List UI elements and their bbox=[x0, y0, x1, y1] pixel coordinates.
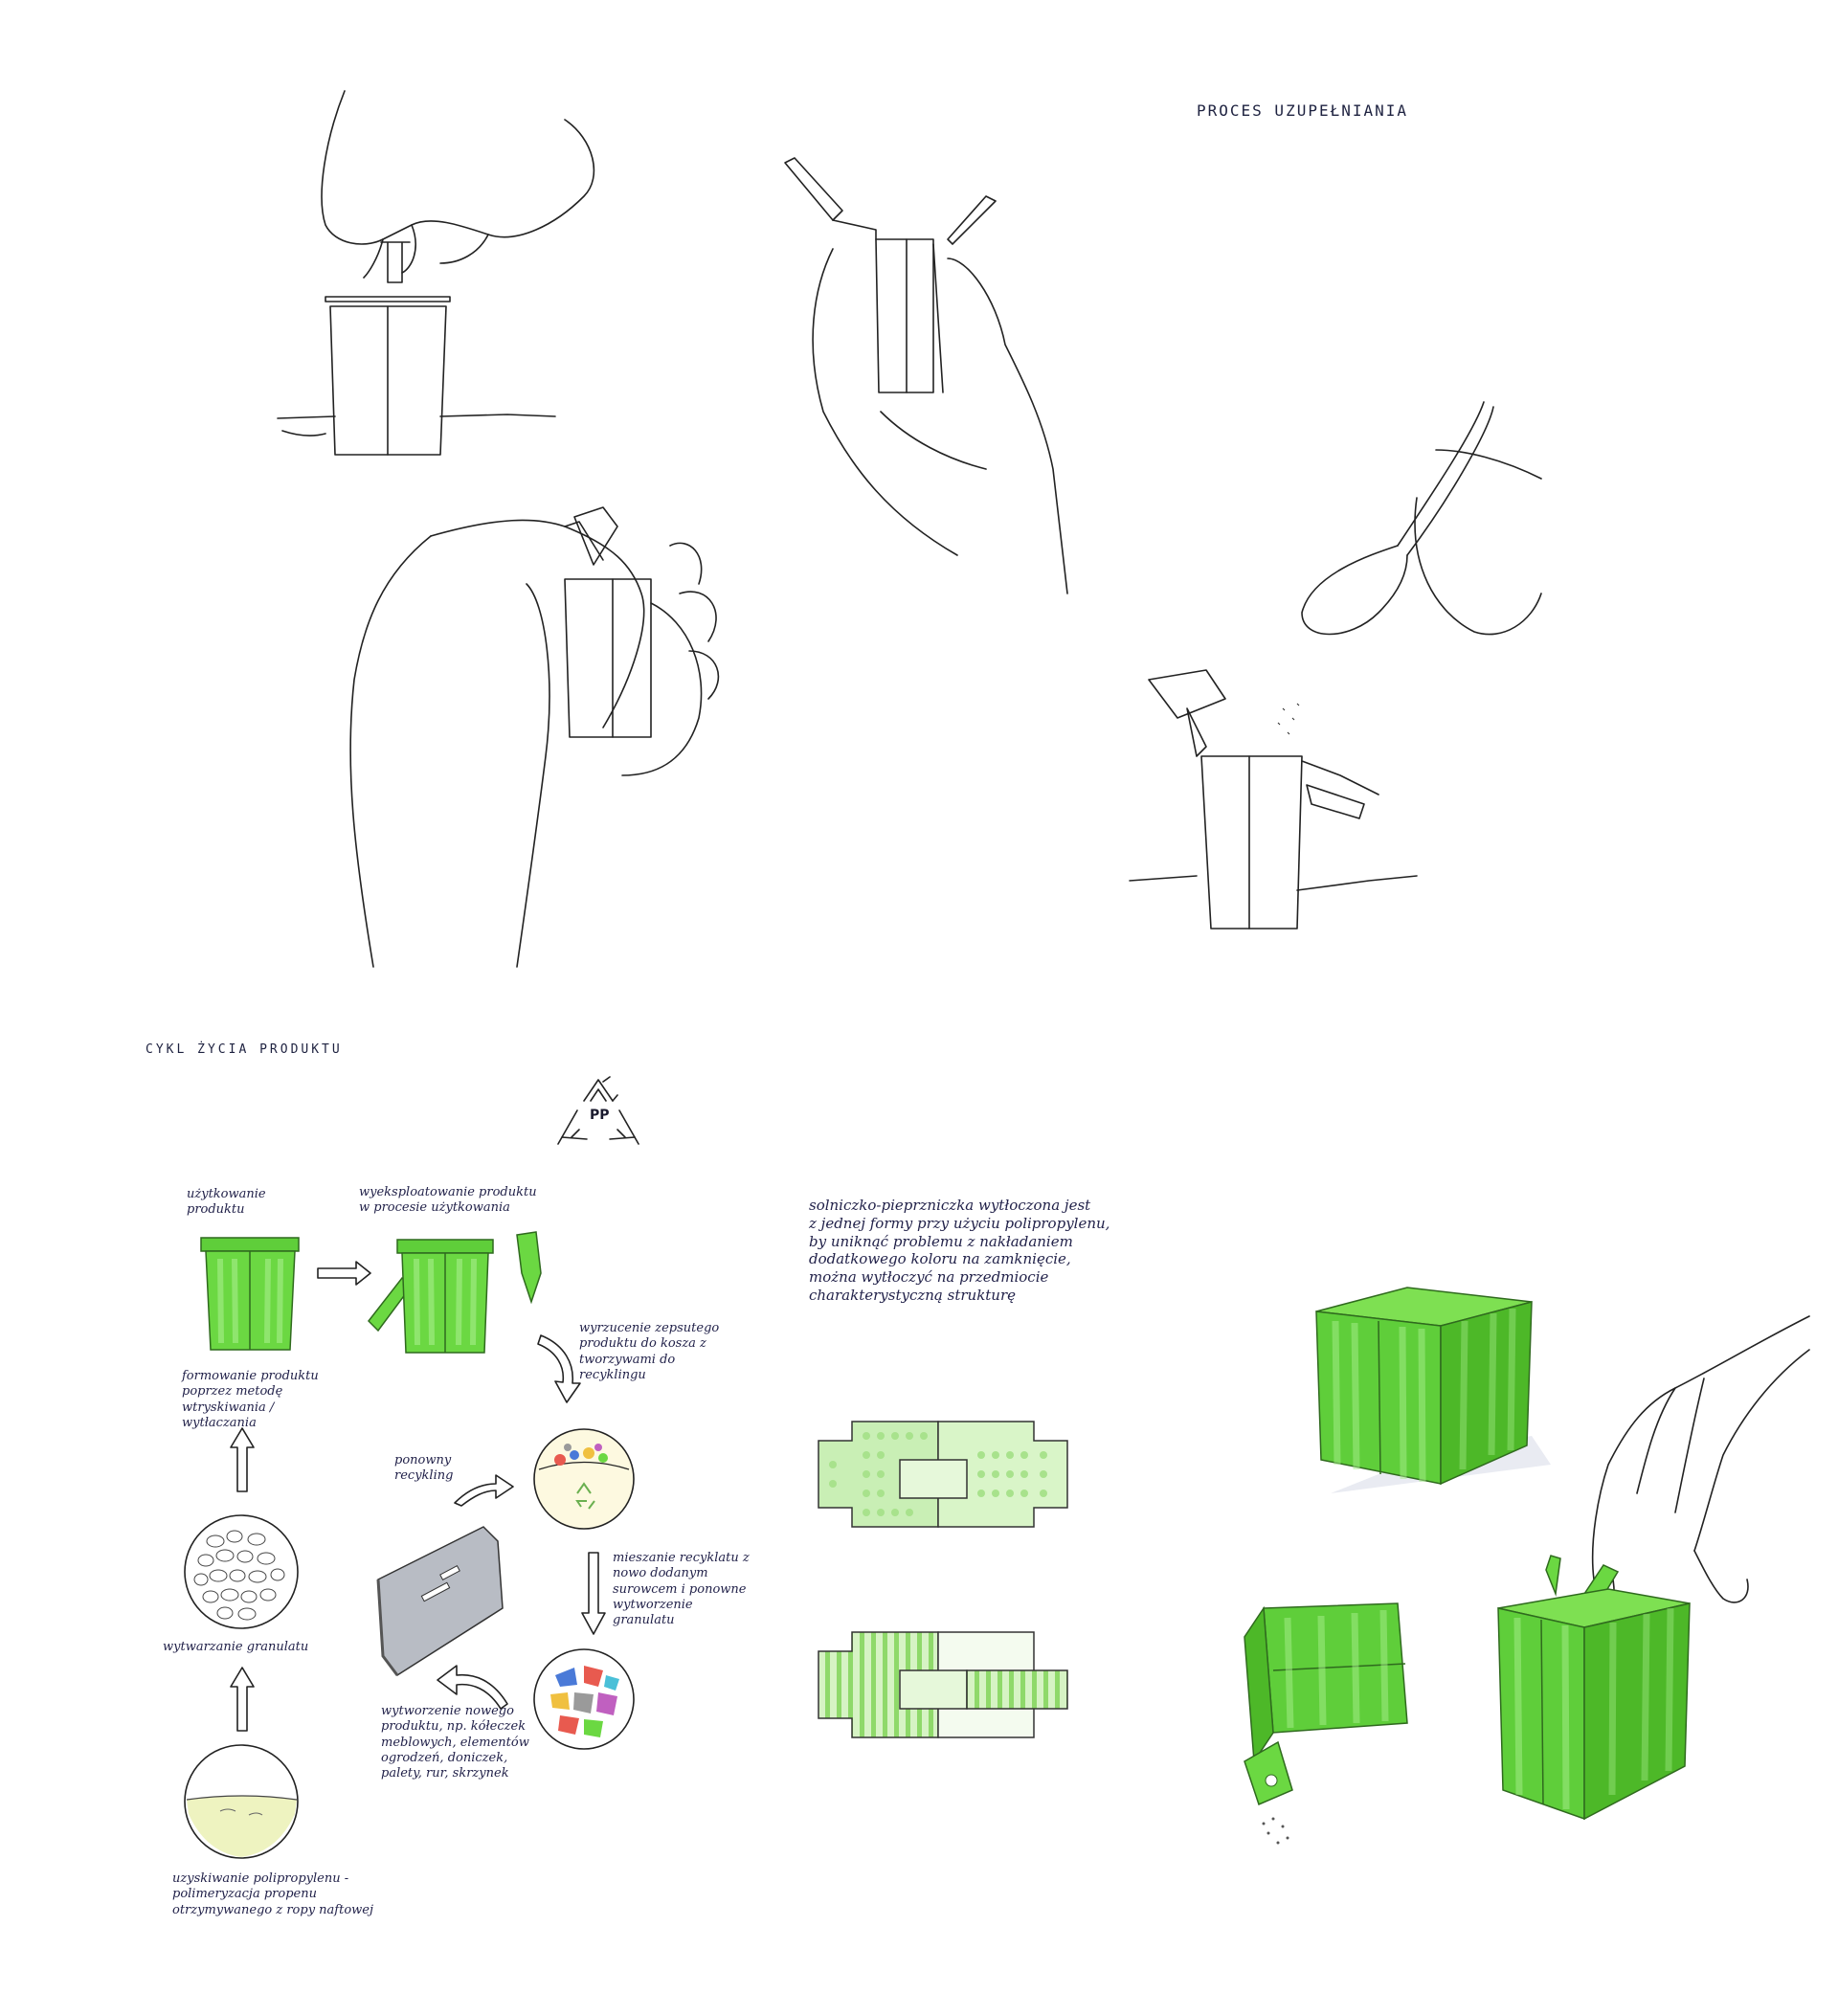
step-new-product-caption: wytworzenie nowego produktu, np. kółecze… bbox=[381, 1704, 529, 1781]
description-line: dodatkowego koloru na zamknięcie, bbox=[809, 1250, 1071, 1268]
lifecycle-title: CYKL ŻYCIA PRODUKTU bbox=[146, 1042, 343, 1057]
sketch-hand-folding-lid bbox=[349, 506, 720, 968]
flat-net-striped-texture bbox=[818, 1631, 1068, 1738]
recycle-pp-icon bbox=[557, 1076, 639, 1145]
arrow-curved-down-icon bbox=[537, 1334, 581, 1403]
refill-process-title: PROCES UZUPEŁNIANIA bbox=[1197, 101, 1409, 120]
green-container-render-pouring bbox=[1244, 1602, 1408, 1845]
step-forming-caption: formowanie produktu poprzez metodę wtrys… bbox=[182, 1369, 319, 1430]
description-line: można wytłoczyć na przedmiocie bbox=[809, 1268, 1049, 1286]
step-exploitation-caption: wyeksploatowanie produktu w procesie uży… bbox=[359, 1185, 537, 1216]
arrow-right-icon bbox=[317, 1261, 371, 1286]
step-usage-caption: użytkowanie produktu bbox=[187, 1187, 266, 1218]
crude-oil-circle bbox=[184, 1744, 299, 1859]
step-extraction-caption: uzyskiwanie polipropylenu - polimeryzacj… bbox=[172, 1871, 374, 1917]
recycle-pp-label: PP bbox=[590, 1108, 610, 1123]
recycling-bin-circle bbox=[533, 1428, 635, 1530]
arrow-up-icon bbox=[230, 1427, 255, 1492]
green-container-render-dispensing bbox=[1497, 1555, 1691, 1821]
arrow-down-icon bbox=[581, 1552, 606, 1635]
green-container-render-closed bbox=[1315, 1287, 1551, 1493]
sketch-spoon-refill bbox=[1129, 401, 1542, 930]
arrow-up-icon-2 bbox=[230, 1667, 255, 1732]
product-description: solniczko-pieprzniczka wytłoczona jest z… bbox=[809, 1197, 1211, 1305]
mixed-pellets-circle bbox=[533, 1648, 635, 1750]
description-line: solniczko-pieprzniczka wytłoczona jest bbox=[809, 1197, 1091, 1214]
step-re-recycling-caption: ponowny recykling bbox=[394, 1453, 454, 1484]
description-line: z jednej formy przy użyciu polipropylenu… bbox=[809, 1214, 1110, 1232]
granulate-circle bbox=[184, 1514, 299, 1629]
arrow-curved-left-icon bbox=[437, 1665, 508, 1710]
description-line: by uniknąć problemu z nakładaniem bbox=[809, 1232, 1073, 1250]
new-product-plate bbox=[376, 1526, 504, 1677]
step-granulate-caption: wytwarzanie granulatu bbox=[163, 1640, 309, 1654]
sketch-open-container-hands bbox=[784, 157, 1068, 594]
arrow-curved-up-right-icon bbox=[454, 1474, 514, 1507]
flat-net-dotted-texture bbox=[818, 1421, 1068, 1528]
step-usage-container bbox=[200, 1237, 300, 1351]
description-line: charakterystyczną strukturę bbox=[809, 1286, 1017, 1304]
step-disposal-caption: wyrzucenie zepsutego produktu do kosza z… bbox=[579, 1321, 720, 1382]
sketch-hand-opening-lid bbox=[1590, 1315, 1810, 1624]
step-exploitation-container bbox=[368, 1231, 542, 1354]
sketch-hand-pulling-tab bbox=[277, 90, 595, 456]
step-mixing-caption: mieszanie recyklatu z nowo dodanym surow… bbox=[613, 1551, 750, 1627]
